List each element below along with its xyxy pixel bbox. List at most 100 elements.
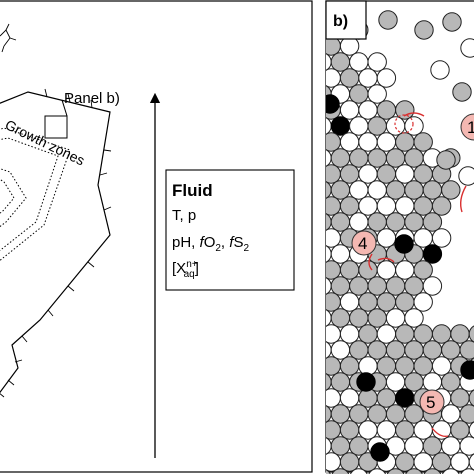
lattice-atom [339, 100, 360, 120]
fluid-box-frame [165, 169, 295, 291]
lattice-atom [358, 324, 378, 344]
panel-a-frame [0, 0, 313, 473]
lattice-atom [358, 292, 378, 312]
lattice-atom [376, 100, 397, 120]
lattice-atom [326, 149, 332, 167]
lattice-atom [468, 421, 474, 439]
lattice-atom [376, 132, 397, 152]
substituted-atom [356, 372, 376, 392]
lattice-atom [431, 452, 452, 472]
lattice-atom [431, 356, 452, 376]
lattice-atom [441, 404, 461, 424]
lattice-atom [326, 213, 332, 231]
lattice-atom [326, 469, 331, 474]
fluid-line-tp: T, p [172, 207, 196, 224]
fluid-box: Fluid T, p pH, fO2, fS2 [Xn+aq] [165, 169, 295, 291]
lattice-atom [413, 452, 433, 472]
lattice-atom [367, 276, 387, 296]
lattice-atom [330, 436, 351, 456]
lattice-atom [339, 356, 360, 376]
lattice-atom [395, 164, 415, 184]
lattice-atom [413, 164, 433, 184]
marker-1: 1 [460, 113, 474, 141]
lattice-atom [422, 212, 443, 232]
lattice-atom [413, 196, 433, 216]
lattice-atom [385, 180, 406, 200]
lattice-atom [460, 468, 474, 474]
panel-b: 1 4 5 b) [325, 0, 474, 474]
lattice-atom [339, 68, 360, 88]
lattice-atom [349, 84, 369, 104]
lattice-atom [326, 68, 341, 88]
lattice-atom [404, 180, 424, 200]
lattice-atom [367, 308, 387, 328]
lattice-atom [349, 308, 369, 328]
lattice-atom [358, 164, 378, 184]
exchange-arrow-4b [377, 257, 395, 263]
lattice-atom [339, 132, 360, 152]
lattice-atom [376, 356, 397, 376]
growth-zone-1 [0, 127, 71, 262]
lattice-atom [385, 404, 406, 424]
panel-b-overlays: 1 4 5 [351, 112, 474, 438]
lattice-atom [349, 148, 369, 168]
atom-lattice [326, 10, 474, 474]
lattice-atom [468, 453, 474, 471]
lattice-atom [326, 309, 332, 327]
lattice-atom [405, 468, 423, 474]
lattice-atom [367, 212, 387, 232]
lattice-atom [385, 276, 406, 296]
lattice-atom [358, 68, 378, 88]
lattice-atom [358, 196, 378, 216]
lattice-atom [413, 324, 433, 344]
lattice-atom [376, 164, 397, 184]
lattice-atom [358, 356, 378, 376]
growth-zone-3 [0, 168, 27, 228]
lattice-atom [326, 196, 341, 216]
lattice-atom [385, 340, 406, 360]
lattice-atom [349, 468, 368, 474]
crystal-outline [0, 91, 111, 394]
lattice-atom [404, 436, 424, 456]
lattice-atom [441, 180, 461, 200]
fluid-atom [452, 82, 472, 102]
lattice-atom [367, 52, 387, 72]
lattice-atom [376, 228, 397, 248]
lattice-atom [326, 292, 341, 312]
lattice-atom [395, 132, 415, 152]
lattice-atom [450, 452, 470, 472]
lattice-atom [339, 164, 360, 184]
lattice-atom [422, 372, 443, 392]
lattice-atom [404, 308, 424, 328]
growth-zone-2 [0, 137, 59, 252]
lattice-atom [395, 260, 415, 280]
marker-4: 4 [351, 230, 377, 256]
lattice-atom [358, 420, 378, 440]
lattice-atom [349, 404, 369, 424]
growth-zone-4 [0, 178, 15, 214]
lattice-atom [339, 260, 360, 280]
lattice-atom [422, 180, 443, 200]
marker-5: 5 [419, 389, 445, 415]
lattice-atom [431, 196, 452, 216]
lattice-atom [450, 324, 470, 344]
exchange-arrow-4a [368, 253, 373, 271]
lattice-atom [326, 260, 341, 280]
lattice-atom [413, 260, 433, 280]
growth-ticks [0, 88, 112, 398]
lattice-atom [395, 100, 415, 120]
lattice-atom [326, 117, 332, 135]
lattice-atom [367, 340, 387, 360]
lattice-atom [339, 452, 360, 472]
lattice-atom [413, 292, 433, 312]
lattice-atom [441, 436, 461, 456]
lattice-atom [423, 468, 442, 474]
lattice-atom [367, 404, 387, 424]
lattice-atom [326, 181, 332, 199]
lattice-atom [326, 373, 332, 391]
fluid-atom [436, 150, 456, 170]
lattice-atom [349, 52, 369, 72]
fluid-title: Fluid [172, 181, 213, 200]
panel-b-label-box [325, 0, 367, 40]
lattice-atom [330, 340, 351, 360]
